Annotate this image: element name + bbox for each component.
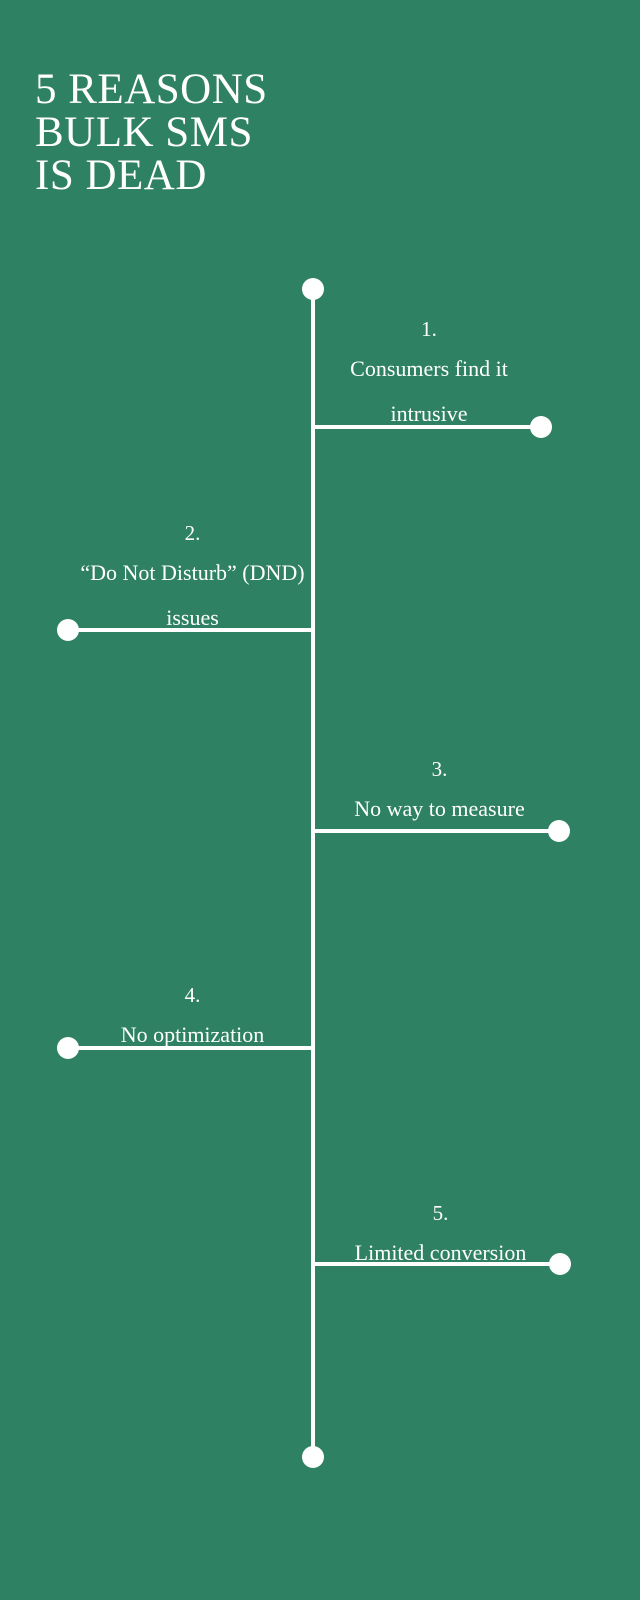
branch-dot-4	[57, 1037, 79, 1059]
branch-line-2	[68, 628, 315, 632]
branch-dot-2	[57, 619, 79, 641]
timeline-item-4-number: 4.	[184, 983, 201, 1007]
timeline-item-3-text: No way to measure	[354, 796, 525, 821]
branch-line-1	[313, 425, 541, 429]
title-line-1: 5 REASONS	[35, 66, 268, 113]
timeline-item-3: 3. No way to measure	[318, 752, 561, 831]
title-line-3: IS DEAD	[35, 152, 207, 199]
timeline-item-1: 1. Consumers find it intrusive	[318, 312, 540, 436]
timeline-item-4: 4. No optimization	[70, 978, 315, 1057]
branch-dot-1	[530, 416, 552, 438]
title-line-2: BULK SMS	[35, 109, 253, 156]
timeline-spine	[311, 289, 315, 1457]
poster-title: 5 REASONS BULK SMS IS DEAD	[35, 68, 455, 197]
timeline-end-dot	[302, 1446, 324, 1468]
timeline-item-5-number: 5.	[432, 1201, 449, 1225]
timeline-item-3-number: 3.	[431, 757, 448, 781]
branch-line-3	[313, 829, 559, 833]
branch-line-5	[313, 1262, 560, 1266]
branch-line-4	[68, 1046, 315, 1050]
timeline-start-dot	[302, 278, 324, 300]
timeline-item-5: 5. Limited conversion	[318, 1196, 563, 1275]
timeline-item-1-text: Consumers find it intrusive	[350, 356, 508, 426]
timeline-item-2-text: “Do Not Disturb” (DND) issues	[80, 560, 305, 630]
timeline-item-2: 2. “Do Not Disturb” (DND) issues	[70, 516, 315, 640]
timeline-item-4-text: No optimization	[120, 1022, 265, 1047]
timeline-item-5-text: Limited conversion	[354, 1240, 527, 1265]
timeline-item-1-number: 1.	[421, 317, 437, 341]
branch-dot-3	[548, 820, 570, 842]
branch-dot-5	[549, 1253, 571, 1275]
timeline-item-2-number: 2.	[184, 521, 201, 545]
